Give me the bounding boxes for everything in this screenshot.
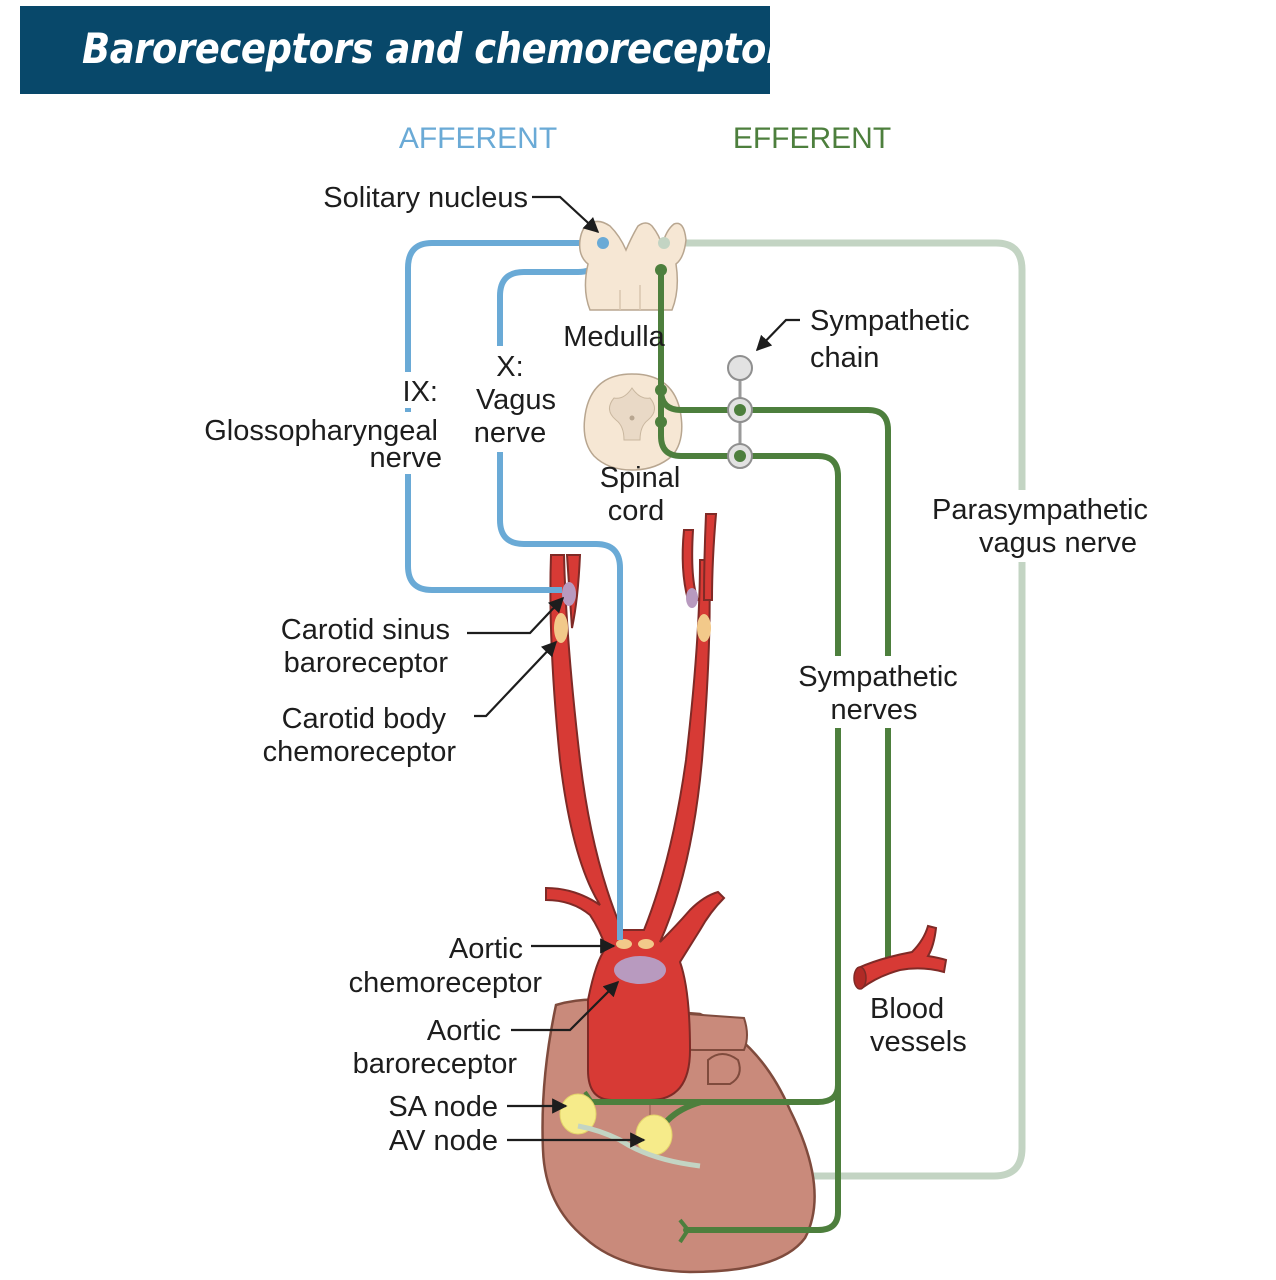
aortic-baro-label-2: baroreceptor — [353, 1048, 518, 1080]
carotid-sinus-label-2: baroreceptor — [284, 647, 449, 679]
ix-label-1: IX: — [403, 376, 438, 408]
x-label-3: nerve — [474, 417, 547, 449]
spinal-dot-2 — [655, 416, 667, 428]
carotid-body-right — [697, 614, 711, 642]
spinal-cord-icon — [583, 373, 683, 471]
sympathetic-chain-label-1: Sympathetic — [810, 305, 970, 337]
medulla-parasympathetic-dot — [658, 237, 670, 249]
aortic-chemo-label-1: Aortic — [449, 933, 523, 965]
leader-lines — [467, 195, 800, 1148]
solitary-nucleus-label: Solitary nucleus — [323, 182, 528, 214]
medulla-afferent-dot — [597, 237, 609, 249]
medulla-efferent-dot — [655, 264, 667, 276]
aortic-chemoreceptor-dot-2 — [638, 939, 654, 949]
carotid-sinus-label-1: Carotid sinus — [281, 614, 450, 646]
av-node-label: AV node — [389, 1125, 498, 1157]
sympathetic-chain-icon — [727, 355, 753, 469]
sa-node — [559, 1093, 597, 1135]
carotid-sinus-right — [686, 588, 698, 608]
sympathetic-nerves-label-2: nerves — [830, 694, 917, 726]
x-label-2: Vagus — [476, 384, 556, 416]
spinal-dot-1 — [655, 384, 667, 396]
title-bar: Baroreceptors and chemoreceptors — [20, 6, 806, 94]
afferent-header: AFFERENT — [399, 122, 557, 155]
carotid-body-label-2: chemoreceptor — [263, 736, 457, 768]
carotid-body-left — [554, 613, 568, 643]
spinal-cord-label-1: Spinal — [600, 462, 681, 494]
carotid-body-label-1: Carotid body — [282, 703, 447, 735]
medulla-label: Medulla — [563, 321, 665, 353]
spinal-cord-label-2: cord — [608, 495, 664, 527]
aortic-chemo-label-2: chemoreceptor — [349, 967, 543, 999]
parasympathetic-label-2: vagus nerve — [979, 527, 1137, 559]
ix-label-3: nerve — [369, 442, 442, 474]
parasympathetic-label-1: Parasympathetic — [932, 494, 1148, 526]
sympathetic-chain-label-2: chain — [810, 342, 879, 374]
medulla-icon — [578, 220, 687, 311]
page-title: Baroreceptors and chemoreceptors — [82, 24, 806, 73]
efferent-header: EFFERENT — [733, 122, 891, 155]
blood-vessels-label-1: Blood — [870, 993, 944, 1025]
aortic-baroreceptor-patch — [614, 956, 666, 984]
heart-ending — [678, 1218, 691, 1244]
sympathetic-nerves-label-1: Sympathetic — [798, 661, 958, 693]
aortic-baro-label-1: Aortic — [427, 1015, 501, 1047]
blood-vessel-icon — [853, 924, 948, 990]
aortic-chemoreceptor-dot-1 — [616, 939, 632, 949]
carotid-sinus-left — [562, 582, 576, 606]
sympathetic-efferent-paths — [582, 267, 891, 1233]
sa-node-label: SA node — [388, 1091, 498, 1123]
x-label-1: X: — [496, 351, 523, 383]
blood-vessels-label-2: vessels — [870, 1026, 967, 1058]
ix-label-2: Glossopharyngeal — [204, 415, 438, 447]
